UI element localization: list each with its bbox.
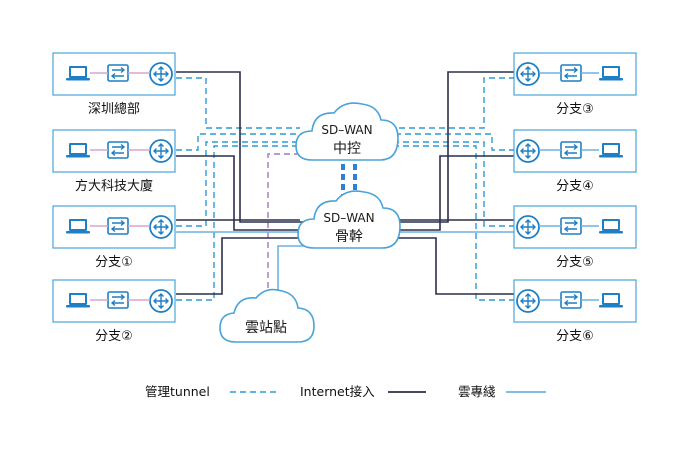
router-icon: [149, 289, 173, 313]
router-icon: [149, 215, 173, 239]
site-label: 分支①: [95, 255, 133, 270]
management-tunnel-lines: [176, 77, 515, 301]
left-sites: 深圳總部 方大科技大廈 分支① 分支②: [52, 52, 176, 344]
cloud-icon: [295, 102, 399, 161]
site-branch-4: 分支④: [513, 129, 637, 194]
laptop-icon: [599, 66, 623, 81]
switch-icon: [560, 291, 582, 309]
internet-access-lines: [176, 71, 515, 295]
router-icon: [149, 62, 173, 86]
legend-internet-access-label: Internet接入: [300, 384, 375, 399]
laptop-icon: [66, 219, 90, 234]
laptop-icon: [66, 66, 90, 81]
legend-internet-access: Internet接入: [300, 384, 426, 399]
legend-management-tunnel-label: 管理tunnel: [145, 384, 210, 399]
legend-cloud-line: 雲專綫: [458, 384, 546, 399]
switch-icon: [107, 217, 129, 235]
cloud-station-label: 雲站點: [245, 320, 287, 336]
cloud-icon: [297, 190, 401, 249]
controller-cloud-line1: SD–WAN: [321, 123, 372, 137]
site-branch-5: 分支⑤: [513, 205, 637, 270]
site-shenzhen-hq: 深圳總部: [52, 52, 176, 117]
site-label: 分支③: [556, 102, 594, 117]
router-icon: [516, 215, 540, 239]
cloud-station-controller-link: [267, 153, 306, 298]
site-label: 方大科技大廈: [75, 178, 153, 194]
site-label: 分支⑤: [556, 255, 594, 270]
site-branch-3: 分支③: [513, 52, 637, 117]
laptop-icon: [66, 143, 90, 158]
router-icon: [516, 289, 540, 313]
site-label: 分支④: [556, 179, 594, 194]
backbone-cloud-line2: 骨幹: [335, 228, 363, 245]
right-sites: 分支③ 分支④ 分支⑤ 分支⑥: [513, 52, 637, 344]
laptop-icon: [599, 293, 623, 308]
backbone-cloud: SD–WAN 骨幹: [297, 190, 401, 249]
controller-cloud-line2: 中控: [333, 141, 361, 157]
site-fangda-building: 方大科技大廈: [52, 129, 176, 194]
router-icon: [149, 139, 173, 163]
site-label: 分支⑥: [556, 329, 594, 344]
laptop-icon: [599, 143, 623, 158]
switch-icon: [560, 141, 582, 159]
site-label: 深圳總部: [88, 101, 140, 117]
backbone-cloud-line1: SD–WAN: [323, 211, 374, 225]
controller-cloud: SD–WAN 中控: [295, 102, 399, 161]
site-branch-1: 分支①: [52, 205, 176, 270]
switch-icon: [560, 64, 582, 82]
router-icon: [516, 139, 540, 163]
cloud-icon: [219, 288, 315, 343]
legend-cloud-line-label: 雲專綫: [458, 384, 496, 399]
switch-icon: [107, 291, 129, 309]
legend: 管理tunnel Internet接入 雲專綫: [145, 384, 546, 399]
site-label: 分支②: [95, 329, 133, 344]
laptop-icon: [599, 219, 623, 234]
cloud-station: 雲站點: [219, 288, 315, 343]
switch-icon: [107, 141, 129, 159]
site-branch-6: 分支⑥: [513, 279, 637, 344]
laptop-icon: [66, 293, 90, 308]
switch-icon: [107, 64, 129, 82]
router-icon: [516, 62, 540, 86]
site-branch-2: 分支②: [52, 279, 176, 344]
switch-icon: [560, 217, 582, 235]
legend-management-tunnel: 管理tunnel: [145, 384, 276, 399]
